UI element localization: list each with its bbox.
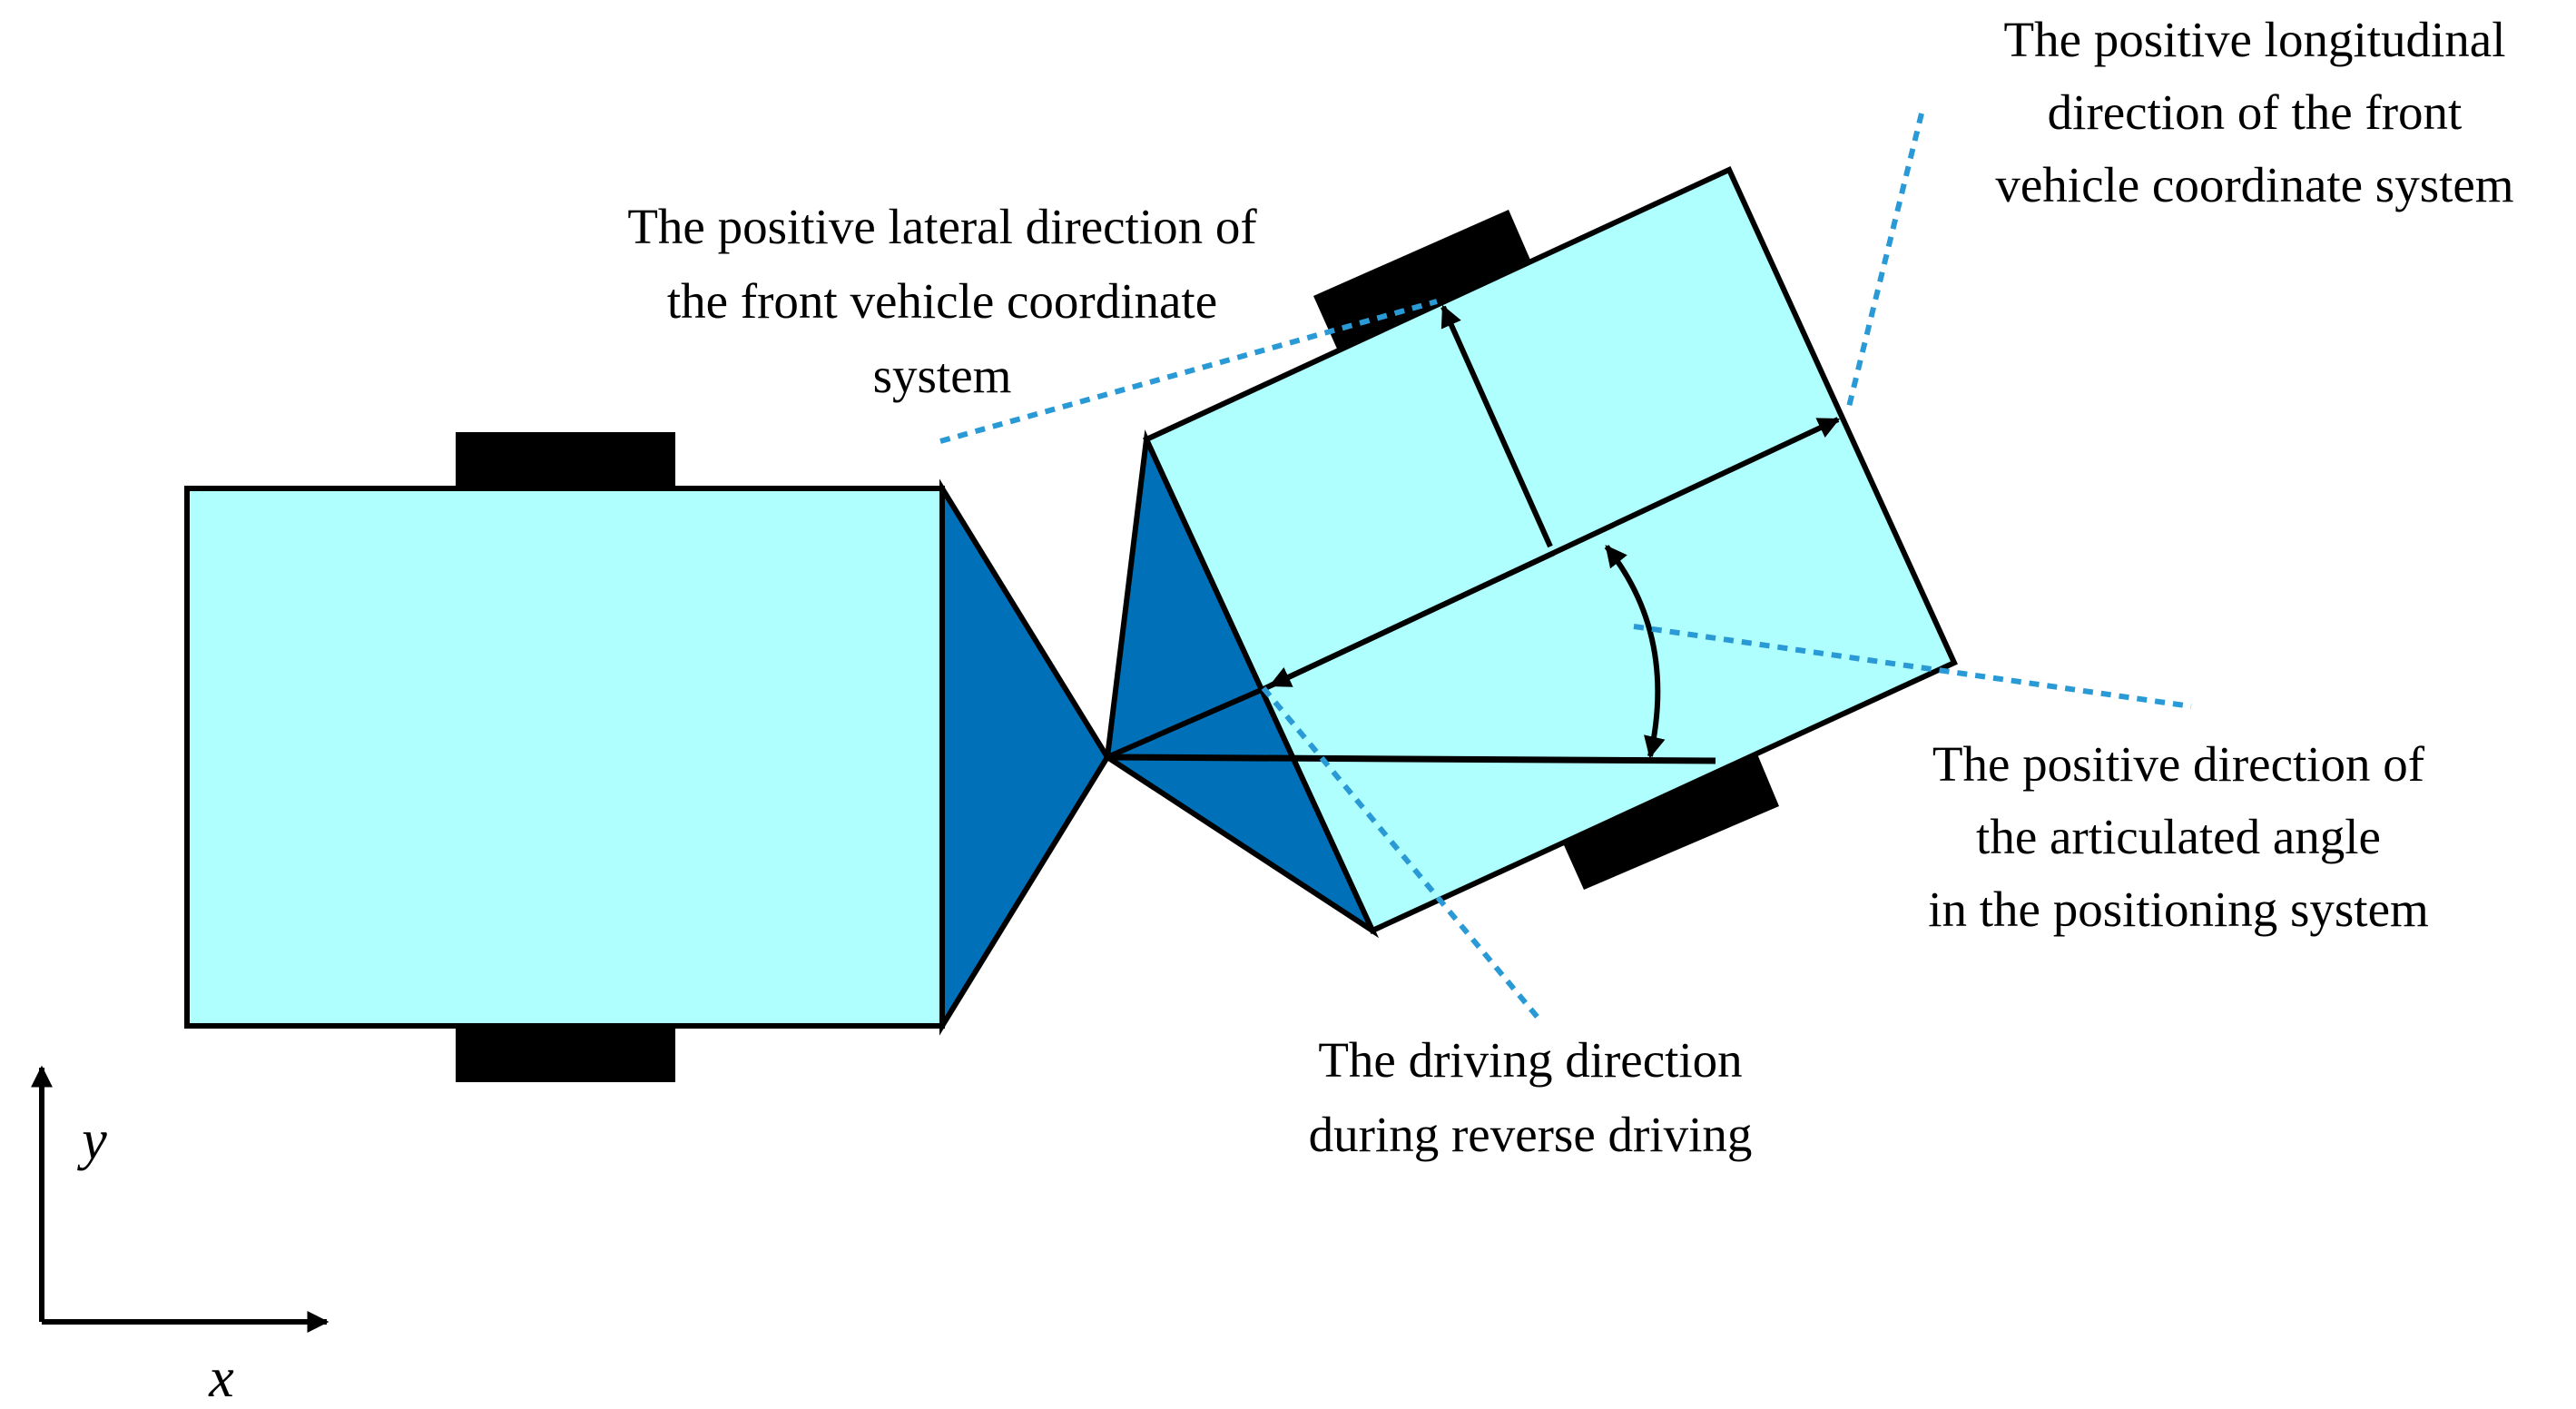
label-lateral: The positive lateral direction of the fr… xyxy=(627,199,1257,403)
label-articulated-line-2: the articulated angle xyxy=(1976,809,2381,864)
label-longitudinal-line-1: The positive longitudinal xyxy=(2004,12,2506,67)
hitch-to-axis-line xyxy=(1106,685,1267,760)
label-longitudinal-line-2: direction of the front xyxy=(2048,84,2463,140)
reverse-driving-arrow xyxy=(1268,550,1556,688)
rear-wheel-bottom xyxy=(456,1026,675,1082)
reference-horizontal-line xyxy=(1106,754,1716,764)
rear-wheel-top xyxy=(456,432,675,488)
front-wheel-top xyxy=(1313,210,1539,365)
front-hitch-triangle xyxy=(1104,429,1380,939)
label-longitudinal: The positive longitudinal direction of t… xyxy=(1995,12,2513,212)
lateral-axis-arrow xyxy=(1440,304,1553,548)
label-lateral-line-3: system xyxy=(873,348,1012,403)
label-lateral-line-1: The positive lateral direction of xyxy=(627,199,1257,254)
label-reverse-line-1: The driving direction xyxy=(1318,1032,1742,1088)
label-articulated-line-3: in the positioning system xyxy=(1928,882,2429,937)
y-axis-label: y xyxy=(76,1109,107,1171)
rear-vehicle-body xyxy=(184,486,945,1029)
lateral-leader-line xyxy=(939,299,1438,444)
leader-lines xyxy=(939,113,2192,1021)
reference-lines xyxy=(1106,304,1841,764)
longitudinal-leader-line xyxy=(1846,113,1924,408)
rear-hitch-triangle xyxy=(939,478,1111,1036)
label-longitudinal-line-3: vehicle coordinate system xyxy=(1995,157,2513,212)
label-reverse: The driving direction during reverse dri… xyxy=(1309,1032,1753,1162)
front-vehicle xyxy=(1104,166,1958,939)
coordinate-axes xyxy=(31,1065,329,1333)
label-lateral-line-2: the front vehicle coordinate xyxy=(667,273,1217,329)
label-reverse-line-2: during reverse driving xyxy=(1309,1107,1753,1162)
label-articulated: The positive direction of the articulate… xyxy=(1928,736,2429,937)
label-articulated-line-1: The positive direction of xyxy=(1932,736,2425,792)
articulated-leader-line xyxy=(1633,624,2192,709)
rear-vehicle xyxy=(184,432,1111,1082)
front-wheel-bottom xyxy=(1552,734,1779,890)
x-axis-label: x xyxy=(208,1347,234,1409)
articulated-angle-arc xyxy=(1604,545,1666,759)
